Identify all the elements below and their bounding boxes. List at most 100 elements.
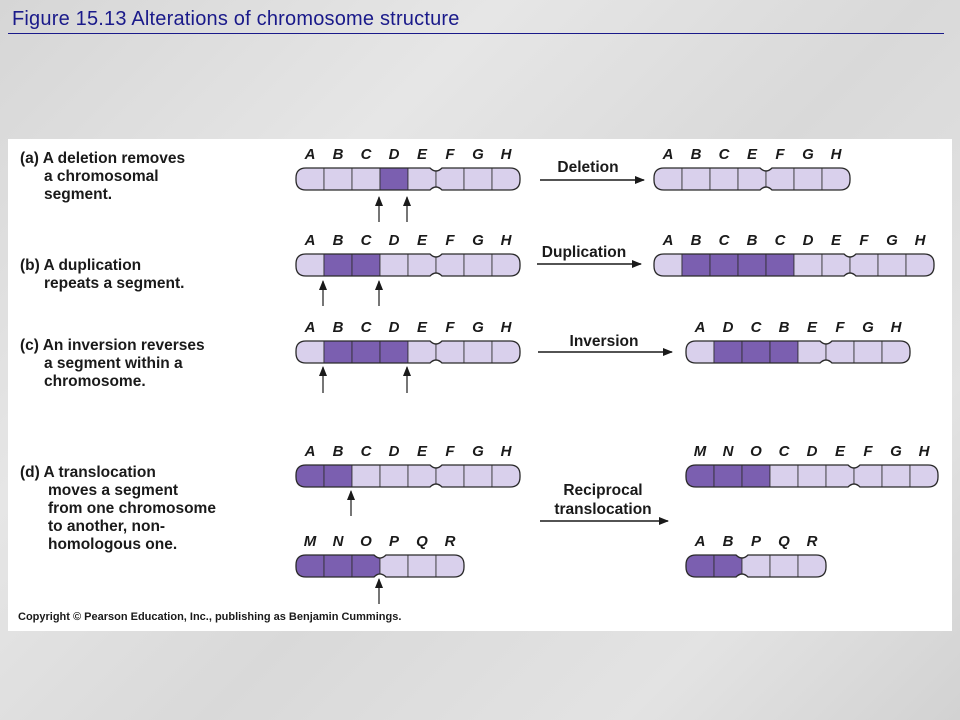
gene-segment bbox=[407, 168, 437, 190]
gene-segment bbox=[407, 465, 437, 487]
gene-label: D bbox=[389, 443, 400, 460]
gene-segment bbox=[713, 555, 743, 577]
gene-label: H bbox=[915, 232, 927, 249]
label-d: (d) bbox=[20, 464, 40, 481]
gene-segment bbox=[379, 168, 409, 190]
gene-label: A bbox=[694, 533, 706, 550]
gene-segment bbox=[351, 341, 381, 363]
gene-segment bbox=[821, 254, 851, 276]
gene-label: H bbox=[919, 443, 931, 460]
gene-label: B bbox=[691, 146, 702, 163]
gene-segment bbox=[351, 254, 381, 276]
gene-segment bbox=[323, 555, 353, 577]
gene-label: Q bbox=[416, 533, 428, 550]
gene-segment bbox=[379, 465, 409, 487]
gene-label: D bbox=[389, 146, 400, 163]
gene-segment bbox=[905, 254, 934, 276]
figure-panel bbox=[8, 139, 952, 631]
gene-segment bbox=[681, 254, 711, 276]
gene-label: G bbox=[472, 443, 484, 460]
desc-a: (a) A deletion removes a chromosomal seg… bbox=[20, 150, 186, 203]
gene-segment bbox=[686, 555, 715, 577]
gene-label: A bbox=[662, 232, 674, 249]
gene-segment bbox=[296, 341, 325, 363]
gene-segment bbox=[881, 465, 911, 487]
gene-segment bbox=[491, 341, 520, 363]
gene-label: C bbox=[775, 232, 787, 249]
gene-segment bbox=[491, 254, 520, 276]
gene-label: H bbox=[831, 146, 843, 163]
gene-segment bbox=[797, 341, 827, 363]
gene-segment bbox=[713, 465, 743, 487]
duplication-label: Duplication bbox=[542, 244, 626, 261]
gene-label: P bbox=[389, 533, 400, 550]
chromosome-outline bbox=[685, 554, 827, 578]
gene-label: R bbox=[445, 533, 456, 550]
gene-label: Q bbox=[778, 533, 790, 550]
chromosome-outline bbox=[295, 340, 521, 364]
gene-label: N bbox=[333, 533, 345, 550]
gene-segment bbox=[323, 254, 353, 276]
gene-label: G bbox=[472, 319, 484, 336]
gene-segment bbox=[686, 341, 715, 363]
gene-segment bbox=[681, 168, 711, 190]
gene-label: N bbox=[723, 443, 735, 460]
gene-label: H bbox=[501, 443, 513, 460]
gene-label: D bbox=[389, 232, 400, 249]
gene-label: F bbox=[445, 443, 455, 460]
gene-segment bbox=[769, 341, 799, 363]
gene-label: C bbox=[719, 146, 731, 163]
gene-segment bbox=[737, 168, 767, 190]
gene-label: H bbox=[501, 319, 513, 336]
translocation-label-1: Reciprocal bbox=[563, 482, 642, 499]
gene-segment bbox=[435, 168, 465, 190]
gene-segment bbox=[323, 341, 353, 363]
deletion-label: Deletion bbox=[557, 159, 618, 176]
gene-segment bbox=[351, 168, 381, 190]
gene-segment bbox=[686, 465, 715, 487]
gene-segment bbox=[797, 465, 827, 487]
gene-label: G bbox=[862, 319, 874, 336]
gene-segment bbox=[463, 341, 493, 363]
gene-label: A bbox=[304, 146, 316, 163]
gene-segment bbox=[709, 254, 739, 276]
gene-segment bbox=[909, 465, 938, 487]
gene-label: F bbox=[863, 443, 873, 460]
gene-label: E bbox=[835, 443, 846, 460]
gene-label: O bbox=[360, 533, 372, 550]
gene-label: C bbox=[361, 232, 373, 249]
gene-segment bbox=[849, 254, 879, 276]
keyword-inversion: inversion bbox=[67, 337, 137, 354]
gene-label: G bbox=[890, 443, 902, 460]
gene-label: H bbox=[501, 146, 513, 163]
keyword-deletion: deletion bbox=[57, 150, 118, 167]
inversion-label: Inversion bbox=[570, 333, 639, 350]
gene-segment bbox=[881, 341, 910, 363]
gene-segment bbox=[463, 168, 493, 190]
gene-label: E bbox=[417, 443, 428, 460]
gene-label: D bbox=[807, 443, 818, 460]
gene-segment bbox=[379, 341, 409, 363]
gene-label: H bbox=[891, 319, 903, 336]
gene-segment bbox=[296, 254, 325, 276]
gene-label: D bbox=[389, 319, 400, 336]
gene-segment bbox=[821, 168, 850, 190]
gene-label: A bbox=[304, 232, 316, 249]
gene-segment bbox=[825, 465, 855, 487]
gene-label: F bbox=[859, 232, 869, 249]
gene-label: C bbox=[719, 232, 731, 249]
gene-segment bbox=[654, 168, 683, 190]
gene-label: F bbox=[775, 146, 785, 163]
gene-segment bbox=[769, 555, 799, 577]
gene-segment bbox=[435, 254, 465, 276]
gene-label: F bbox=[445, 232, 455, 249]
gene-label: F bbox=[445, 319, 455, 336]
chromosome-outline bbox=[295, 464, 521, 488]
gene-segment bbox=[463, 254, 493, 276]
